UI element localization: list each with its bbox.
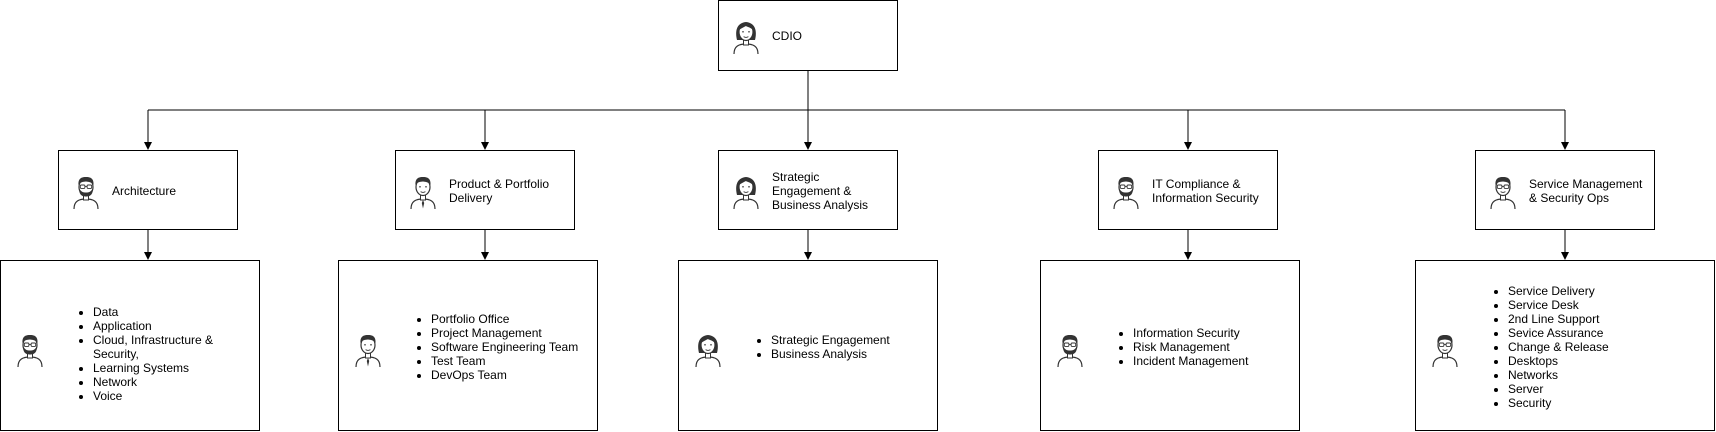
root-node-label: CDIO xyxy=(772,29,802,43)
dept-label-strategic-engagement: Strategic Engagement & Business Analysis xyxy=(772,170,869,212)
dept-label-service-management: Service Management & Security Ops xyxy=(1529,177,1643,205)
male-bearded-glasses-avatar-icon xyxy=(1111,173,1141,214)
male-bearded-glasses-avatar-icon xyxy=(15,331,45,372)
list-item: Cloud, Infrastructure & Security, xyxy=(93,333,259,361)
male-glasses-avatar-icon xyxy=(1430,331,1460,372)
list-item: Test Team xyxy=(431,354,578,368)
list-item: Learning Systems xyxy=(93,361,259,375)
team-list-it-compliance: Information SecurityRisk ManagementIncid… xyxy=(1113,326,1248,368)
dept-label-it-compliance: IT Compliance & Information Security xyxy=(1152,177,1259,205)
list-item: 2nd Line Support xyxy=(1508,312,1609,326)
female-avatar-icon xyxy=(731,18,761,59)
list-item: DevOps Team xyxy=(431,368,578,382)
list-item: Application xyxy=(93,319,259,333)
team-box-it-compliance: Information SecurityRisk ManagementIncid… xyxy=(1040,260,1300,431)
list-item: Desktops xyxy=(1508,354,1609,368)
list-item: Networks xyxy=(1508,368,1609,382)
team-box-service-management: Service DeliveryService Desk2nd Line Sup… xyxy=(1415,260,1715,431)
list-item: Software Engineering Team xyxy=(431,340,578,354)
list-item: Sevice Assurance xyxy=(1508,326,1609,340)
dept-box-strategic-engagement[interactable]: Strategic Engagement & Business Analysis xyxy=(718,150,898,230)
dept-label-architecture: Architecture xyxy=(112,184,177,198)
list-item: Network xyxy=(93,375,259,389)
male-bearded-glasses-avatar-icon xyxy=(1055,331,1085,372)
team-box-architecture: DataApplicationCloud, Infrastructure & S… xyxy=(0,260,260,431)
team-list-strategic-engagement: Strategic EngagementBusiness Analysis xyxy=(751,333,890,361)
dept-box-architecture[interactable]: Architecture xyxy=(58,150,238,230)
team-box-strategic-engagement: Strategic EngagementBusiness Analysis xyxy=(678,260,938,431)
list-item: Server xyxy=(1508,382,1609,396)
team-box-product-portfolio: Portfolio OfficeProject ManagementSoftwa… xyxy=(338,260,598,431)
team-list-architecture: DataApplicationCloud, Infrastructure & S… xyxy=(73,305,259,403)
root-node-box[interactable]: CDIO xyxy=(718,0,898,71)
list-item: Data xyxy=(93,305,259,319)
team-list-product-portfolio: Portfolio OfficeProject ManagementSoftwa… xyxy=(411,312,578,382)
list-item: Service Delivery xyxy=(1508,284,1609,298)
dept-label-product-portfolio: Product & Portfolio Delivery xyxy=(449,177,550,205)
male-tie-avatar-icon xyxy=(353,331,383,372)
list-item: Risk Management xyxy=(1133,340,1248,354)
list-item: Incident Management xyxy=(1133,354,1248,368)
female-avatar-icon xyxy=(731,173,761,214)
dept-box-it-compliance[interactable]: IT Compliance & Information Security xyxy=(1098,150,1278,230)
list-item: Change & Release xyxy=(1508,340,1609,354)
dept-box-service-management[interactable]: Service Management & Security Ops xyxy=(1475,150,1655,230)
team-list-service-management: Service DeliveryService Desk2nd Line Sup… xyxy=(1488,284,1609,410)
male-bearded-glasses-avatar-icon xyxy=(71,173,101,214)
list-item: Strategic Engagement xyxy=(771,333,890,347)
list-item: Business Analysis xyxy=(771,347,890,361)
list-item: Service Desk xyxy=(1508,298,1609,312)
list-item: Portfolio Office xyxy=(431,312,578,326)
dept-box-product-portfolio[interactable]: Product & Portfolio Delivery xyxy=(395,150,575,230)
female-avatar-icon xyxy=(693,331,723,372)
list-item: Security xyxy=(1508,396,1609,410)
list-item: Voice xyxy=(93,389,259,403)
male-glasses-avatar-icon xyxy=(1488,173,1518,214)
male-tie-avatar-icon xyxy=(408,173,438,214)
list-item: Project Management xyxy=(431,326,578,340)
list-item: Information Security xyxy=(1133,326,1248,340)
